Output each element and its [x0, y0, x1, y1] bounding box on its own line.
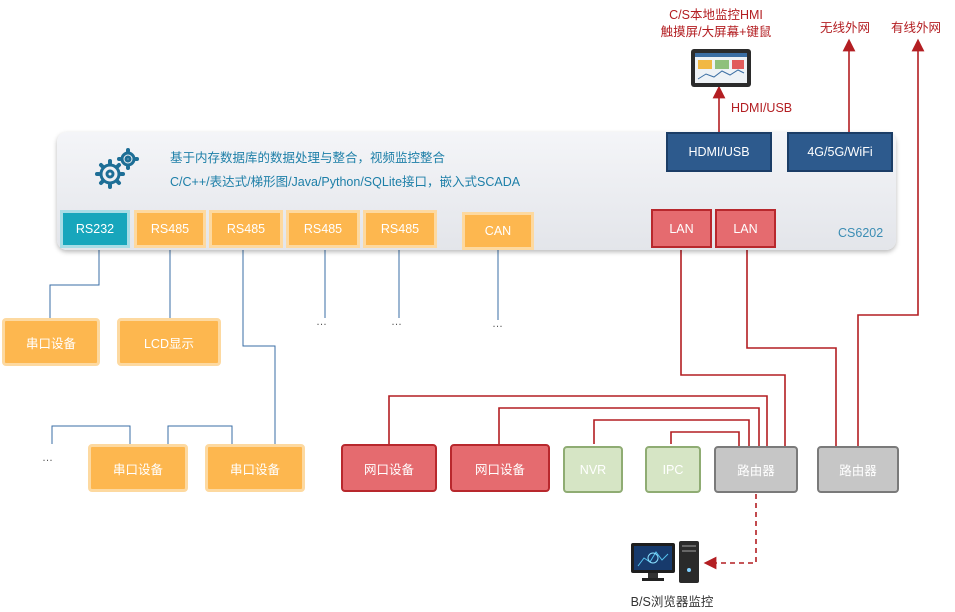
serial-device: 串口设备 — [2, 318, 100, 366]
lcd-display-device: LCD显示 — [117, 318, 221, 366]
port-rs485: RS485 — [286, 210, 360, 248]
ellipsis: … — [316, 316, 328, 328]
network-device: 网口设备 — [450, 444, 550, 492]
ipc-camera: IPC — [645, 446, 701, 493]
serial-device: 串口设备 — [88, 444, 188, 492]
port-wireless: 4G/5G/WiFi — [787, 132, 893, 172]
hdmi-link-label: HDMI/USB — [731, 101, 793, 115]
touchscreen-icon — [691, 49, 751, 87]
network-device: 网口设备 — [341, 444, 437, 492]
gears-icon — [95, 148, 139, 189]
network-wires — [388, 38, 925, 448]
router: 路由器 — [817, 446, 899, 493]
port-hdmi-usb: HDMI/USB — [666, 132, 772, 172]
router: 路由器 — [714, 446, 798, 493]
panel-description-1: 基于内存数据库的数据处理与整合，视频监控整合 — [170, 151, 446, 165]
panel-description-2: C/C++/表达式/梯形图/Java/Python/SQLite接口，嵌入式SC… — [170, 175, 521, 189]
hmi-title: C/S本地监控HMI — [669, 8, 763, 22]
nvr-device: NVR — [563, 446, 623, 493]
serial-wires — [49, 250, 499, 444]
ellipsis: … — [42, 452, 54, 464]
bs-dashed-wire — [703, 494, 757, 570]
port-rs232: RS232 — [60, 210, 130, 248]
computer-icon — [631, 541, 699, 583]
port-rs485: RS485 — [209, 210, 283, 248]
wireless-net-label: 无线外网 — [820, 21, 871, 35]
hmi-subtitle: 触摸屏/大屏幕+键鼠 — [660, 25, 772, 39]
wired-net-label: 有线外网 — [891, 21, 942, 35]
port-lan: LAN — [715, 209, 776, 248]
port-lan: LAN — [651, 209, 712, 248]
ellipsis: … — [391, 316, 403, 328]
port-can: CAN — [462, 212, 534, 250]
port-rs485: RS485 — [134, 210, 206, 248]
bs-monitor-label: B/S浏览器监控 — [630, 595, 714, 609]
ellipsis: … — [492, 318, 504, 330]
port-rs485: RS485 — [363, 210, 437, 248]
model-label: CS6202 — [838, 226, 884, 240]
serial-device: 串口设备 — [205, 444, 305, 492]
